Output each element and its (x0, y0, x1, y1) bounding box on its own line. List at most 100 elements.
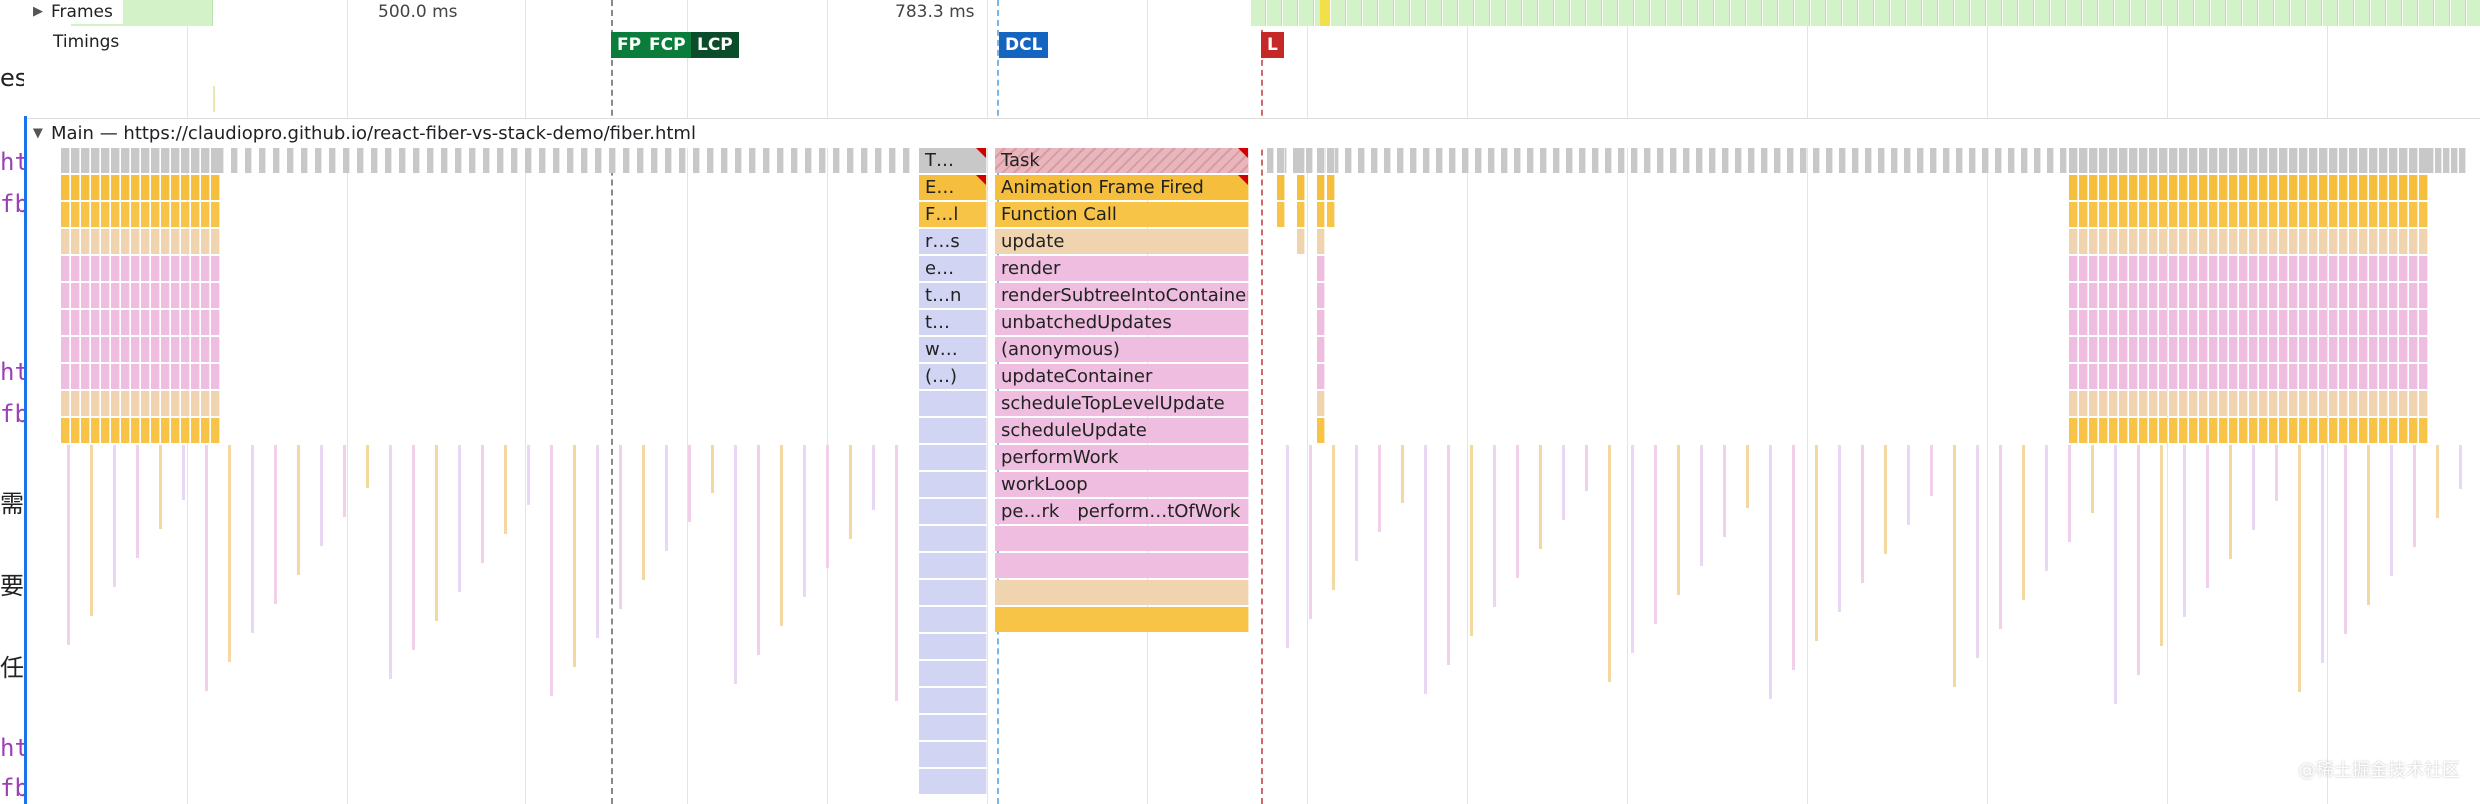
schedule-update-block[interactable] (2409, 418, 2418, 443)
anonymous-block[interactable] (2129, 337, 2138, 362)
function-call-block[interactable] (2389, 202, 2398, 227)
schedule-block[interactable] (191, 391, 200, 416)
animation-frame-block[interactable] (2299, 175, 2308, 200)
update-container-block[interactable] (2409, 364, 2418, 389)
render-block[interactable] (71, 256, 80, 281)
task-block[interactable] (511, 148, 518, 173)
schedule-block[interactable] (171, 391, 180, 416)
unbatched-block[interactable] (111, 310, 120, 335)
render-subtree-block[interactable] (2289, 283, 2298, 308)
unbatched-block[interactable] (81, 310, 90, 335)
function-call-block[interactable] (2359, 202, 2368, 227)
task-block[interactable] (2149, 148, 2158, 173)
render-block[interactable] (2219, 256, 2228, 281)
render-block[interactable] (2169, 256, 2178, 281)
animation-frame-block[interactable] (2189, 175, 2198, 200)
anonymous-block[interactable] (2359, 337, 2368, 362)
schedule-update-block[interactable] (2419, 418, 2428, 443)
animation-frame-block[interactable] (2349, 175, 2358, 200)
unbatched-block[interactable] (2109, 310, 2118, 335)
render-block[interactable] (2299, 256, 2308, 281)
task-block[interactable] (875, 148, 882, 173)
task-block[interactable] (2435, 148, 2442, 173)
render-subtree-block[interactable] (2319, 283, 2328, 308)
render-subtree-block[interactable] (2359, 283, 2368, 308)
update-block[interactable] (1317, 229, 1325, 254)
update-block[interactable] (171, 229, 180, 254)
frame-block[interactable] (1891, 0, 1906, 26)
frame-block[interactable] (2371, 0, 2386, 26)
frame-block[interactable] (2259, 0, 2274, 26)
update-block[interactable] (141, 229, 150, 254)
animation-frame-block[interactable] (191, 175, 200, 200)
task-block[interactable] (2349, 148, 2358, 173)
function-call-block[interactable] (131, 202, 140, 227)
schedule-update-block[interactable] (2269, 418, 2278, 443)
unbatched-block[interactable] (2299, 310, 2308, 335)
task-block[interactable] (1475, 148, 1482, 173)
task-block[interactable] (111, 148, 120, 173)
render-block[interactable] (2279, 256, 2288, 281)
schedule-block[interactable] (161, 391, 170, 416)
schedule-block[interactable] (2389, 391, 2398, 416)
update-block[interactable] (211, 229, 220, 254)
animation-frame-block[interactable] (2289, 175, 2298, 200)
anonymous-block[interactable] (61, 337, 70, 362)
frame-block[interactable] (1411, 0, 1426, 26)
task-block[interactable] (2239, 148, 2248, 173)
task-block[interactable] (679, 148, 686, 173)
update-container-block[interactable]: updateContainer (995, 364, 1249, 389)
task-block[interactable] (1397, 148, 1404, 173)
task-block[interactable] (1839, 148, 1846, 173)
function-call-block[interactable] (171, 202, 180, 227)
anonymous-block[interactable] (2219, 337, 2228, 362)
render-block[interactable] (2379, 256, 2388, 281)
update-block[interactable] (2249, 229, 2258, 254)
function-call-block[interactable] (1277, 202, 1285, 227)
task-block[interactable] (1423, 148, 1430, 173)
task-block[interactable] (427, 148, 434, 173)
schedule-update-block[interactable] (171, 418, 180, 443)
task-block[interactable] (1891, 148, 1898, 173)
update-block[interactable] (2109, 229, 2118, 254)
function-call-block[interactable] (2149, 202, 2158, 227)
performance-panel[interactable]: ▶ Frames 500.0 ms 783.3 ms Timings FP FC… (27, 0, 2480, 804)
task-block[interactable] (651, 148, 658, 173)
task-block[interactable] (2209, 148, 2218, 173)
call-frame-left[interactable] (919, 715, 987, 740)
function-call-block[interactable] (2379, 202, 2388, 227)
function-call-block[interactable] (2399, 202, 2408, 227)
task-block[interactable] (1904, 148, 1911, 173)
render-subtree-block[interactable] (2239, 283, 2248, 308)
function-call-block[interactable] (2409, 202, 2418, 227)
update-container-block[interactable] (2399, 364, 2408, 389)
render-block[interactable] (2079, 256, 2088, 281)
animation-frame-block[interactable] (2339, 175, 2348, 200)
update-block[interactable] (2139, 229, 2148, 254)
anonymous-block[interactable] (81, 337, 90, 362)
task-block[interactable] (101, 148, 110, 173)
update-container-block[interactable] (2419, 364, 2428, 389)
schedule-block[interactable] (2359, 391, 2368, 416)
function-call-block[interactable] (2199, 202, 2208, 227)
task-block[interactable] (2229, 148, 2238, 173)
frame-block[interactable] (1427, 0, 1442, 26)
task-block[interactable] (735, 148, 742, 173)
animation-frame-block[interactable] (1327, 175, 1335, 200)
render-block[interactable] (2239, 256, 2248, 281)
animation-frame-block[interactable] (121, 175, 130, 200)
schedule-block[interactable] (2349, 391, 2358, 416)
animation-frame-block[interactable] (2129, 175, 2138, 200)
task-block[interactable] (1449, 148, 1456, 173)
render-block[interactable] (111, 256, 120, 281)
task-block[interactable] (1306, 148, 1313, 173)
task-block[interactable] (171, 148, 180, 173)
render-block[interactable] (191, 256, 200, 281)
schedule-block[interactable] (2109, 391, 2118, 416)
update-block[interactable] (2119, 229, 2128, 254)
frame-block[interactable] (1987, 0, 2002, 26)
function-call-block[interactable] (2249, 202, 2258, 227)
schedule-block[interactable] (131, 391, 140, 416)
schedule-block[interactable] (2079, 391, 2088, 416)
render-block[interactable] (2269, 256, 2278, 281)
